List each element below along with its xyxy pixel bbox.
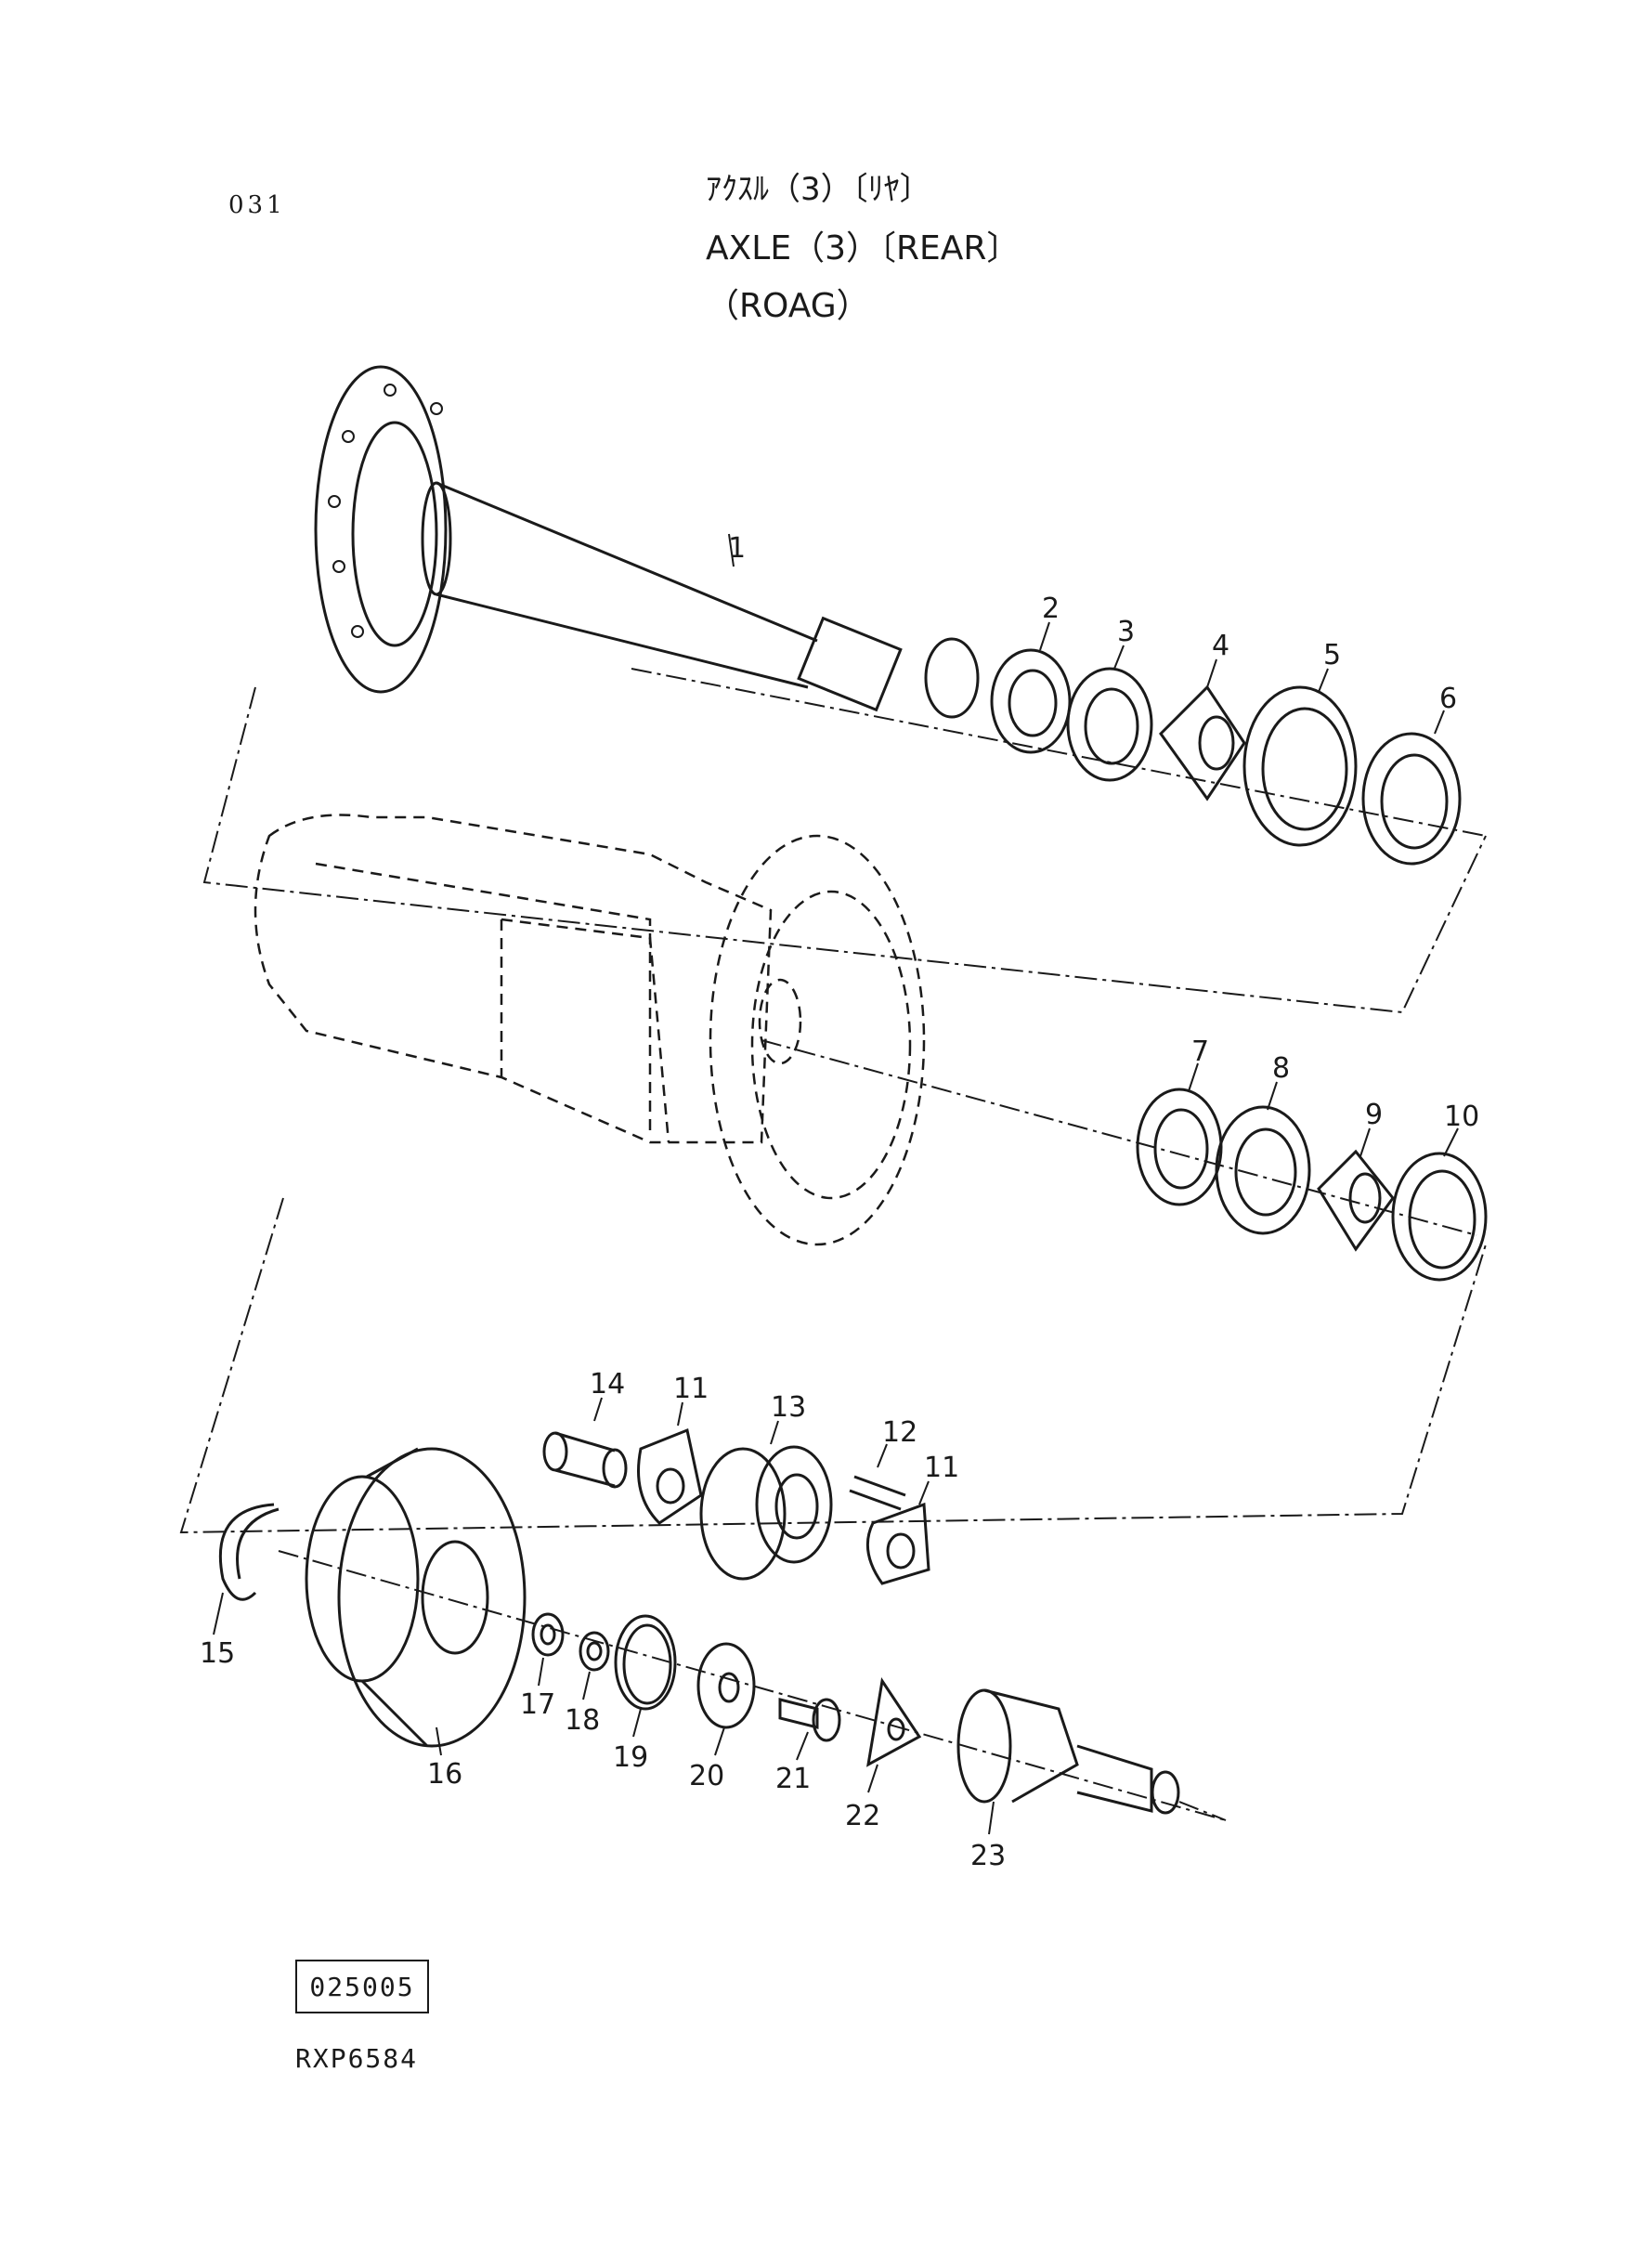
- model-code: （ROAG）: [706, 287, 870, 325]
- title-english: AXLE（3）〔REAR〕: [706, 229, 1021, 267]
- part-11-thrust-washer[interactable]: [637, 1427, 703, 1525]
- part-12-spring-pin[interactable]: [849, 1475, 906, 1511]
- part-9-cone-bearing[interactable]: [1317, 1149, 1395, 1252]
- leader-1: [728, 533, 735, 567]
- reference-code: 025005: [309, 1971, 415, 2002]
- callout-19: 19: [613, 1741, 648, 1774]
- part-14-pin[interactable]: [542, 1431, 628, 1489]
- callout-1: 1: [728, 532, 746, 565]
- part-2-seal[interactable]: [990, 648, 1072, 754]
- callout-16: 16: [427, 1758, 462, 1791]
- part-15-snap-ring[interactable]: [218, 1503, 280, 1601]
- callout-6: 6: [1439, 683, 1457, 715]
- part-20-washer[interactable]: [696, 1642, 756, 1729]
- part-3-ring[interactable]: [1066, 667, 1153, 782]
- page-number: 031: [228, 191, 286, 219]
- title-japanese: ｱｸｽﾙ（3）〔ﾘﾔ〕: [706, 171, 931, 208]
- callout-4: 4: [1212, 630, 1229, 662]
- callout-23: 23: [970, 1840, 1006, 1872]
- part-5-bearing-cup[interactable]: [1242, 685, 1358, 847]
- axle-housing: [254, 814, 926, 1246]
- part-19-shim[interactable]: [614, 1614, 677, 1711]
- part-8-ring[interactable]: [1215, 1105, 1311, 1235]
- callout-10: 10: [1444, 1101, 1479, 1133]
- part-17-washer[interactable]: [531, 1612, 565, 1657]
- callout-21: 21: [775, 1763, 811, 1795]
- callout-5: 5: [1323, 639, 1341, 671]
- callout-3: 3: [1117, 616, 1135, 648]
- callout-11a: 11: [673, 1373, 709, 1405]
- part-18-washer[interactable]: [579, 1631, 610, 1672]
- callout-15: 15: [200, 1637, 235, 1670]
- reference-code-box: 025005: [295, 1960, 429, 2013]
- part-13-pinion-gear[interactable]: [699, 1445, 833, 1581]
- part-23-pinion-shaft[interactable]: [956, 1688, 1180, 1815]
- part-1-axle-shaft[interactable]: [314, 365, 980, 719]
- part-16-differential-case[interactable]: [305, 1447, 527, 1748]
- callout-20: 20: [689, 1760, 724, 1792]
- part-11-thrust-washer-b[interactable]: [865, 1502, 930, 1585]
- callout-13: 13: [771, 1391, 806, 1424]
- callout-11b: 11: [924, 1452, 959, 1484]
- callout-17: 17: [520, 1688, 555, 1721]
- callout-8: 8: [1272, 1052, 1290, 1085]
- callout-9: 9: [1365, 1099, 1383, 1131]
- callout-18: 18: [565, 1704, 600, 1737]
- drawing-number: RXP6584: [295, 2043, 419, 2074]
- callout-22: 22: [845, 1800, 880, 1832]
- callout-12: 12: [882, 1416, 917, 1449]
- callout-2: 2: [1042, 593, 1060, 625]
- callout-7: 7: [1191, 1036, 1209, 1068]
- callout-14: 14: [590, 1368, 625, 1401]
- part-22-lock-plate[interactable]: [866, 1677, 922, 1767]
- part-4-cone-bearing[interactable]: [1159, 684, 1246, 801]
- part-21-bolt[interactable]: [778, 1698, 841, 1742]
- part-6-seal[interactable]: [1361, 732, 1462, 866]
- part-10-washer[interactable]: [1391, 1152, 1488, 1282]
- part-7-seal[interactable]: [1136, 1088, 1223, 1206]
- callout-labels: 1 2 3 4 5 6 7 8 9 10 11 12 13 14 11 15 1…: [200, 532, 1479, 1872]
